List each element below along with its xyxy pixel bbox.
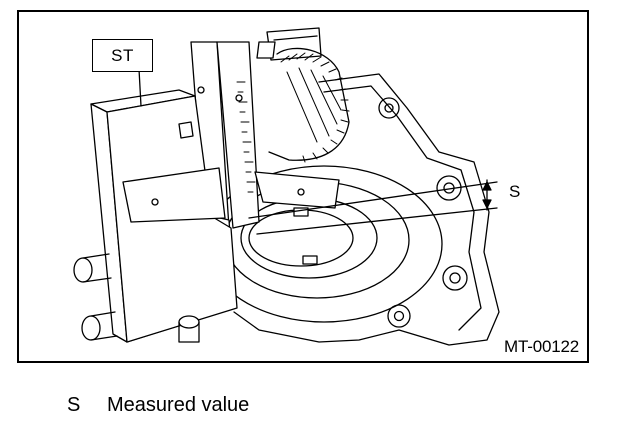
crossbar xyxy=(254,171,340,209)
legend-text: Measured value xyxy=(107,394,250,416)
rivet xyxy=(151,198,159,206)
bearing-bore-core xyxy=(248,209,354,267)
rivet xyxy=(297,188,305,196)
scale-ticks xyxy=(236,81,256,193)
measure-line-lower xyxy=(256,207,498,235)
gear-teeth xyxy=(280,52,350,163)
bolt-boss xyxy=(442,265,468,291)
legend-symbol: S xyxy=(67,394,81,416)
dimension-label: S xyxy=(509,182,521,201)
case-inner-edge xyxy=(323,85,482,331)
transmission-case-illustration xyxy=(73,27,500,346)
st-callout: ST xyxy=(92,39,153,72)
rivet xyxy=(197,86,205,94)
stud-body xyxy=(90,311,118,341)
st-leader-line xyxy=(138,68,142,107)
gear-outline xyxy=(268,47,350,161)
shaft-line xyxy=(273,35,318,41)
arrowhead-down xyxy=(482,199,492,209)
case-outline xyxy=(233,73,500,346)
stud xyxy=(81,315,101,341)
figure-frame: ST S MT-00122 xyxy=(17,10,589,363)
bolt-hole xyxy=(384,103,394,113)
gear-helix xyxy=(286,67,342,143)
stud xyxy=(73,257,93,283)
st-knob xyxy=(178,121,194,139)
bolt-boss xyxy=(387,304,411,328)
bracket-bar xyxy=(122,167,226,223)
st-callout-label: ST xyxy=(111,45,134,65)
arrowhead-up xyxy=(482,181,492,191)
stud-body xyxy=(82,253,112,283)
bolt-hole xyxy=(449,272,461,284)
legend-row: S Measured value xyxy=(67,394,249,417)
bolt-boss xyxy=(378,97,400,119)
clamp xyxy=(256,41,276,59)
bore-key xyxy=(302,255,318,265)
stud-body xyxy=(178,321,200,343)
bolt-boss xyxy=(436,175,462,201)
rivet xyxy=(235,94,243,102)
stud xyxy=(178,315,200,329)
figure-id: MT-00122 xyxy=(504,337,579,356)
bolt-hole xyxy=(393,310,405,322)
measure-line-upper xyxy=(248,181,498,219)
